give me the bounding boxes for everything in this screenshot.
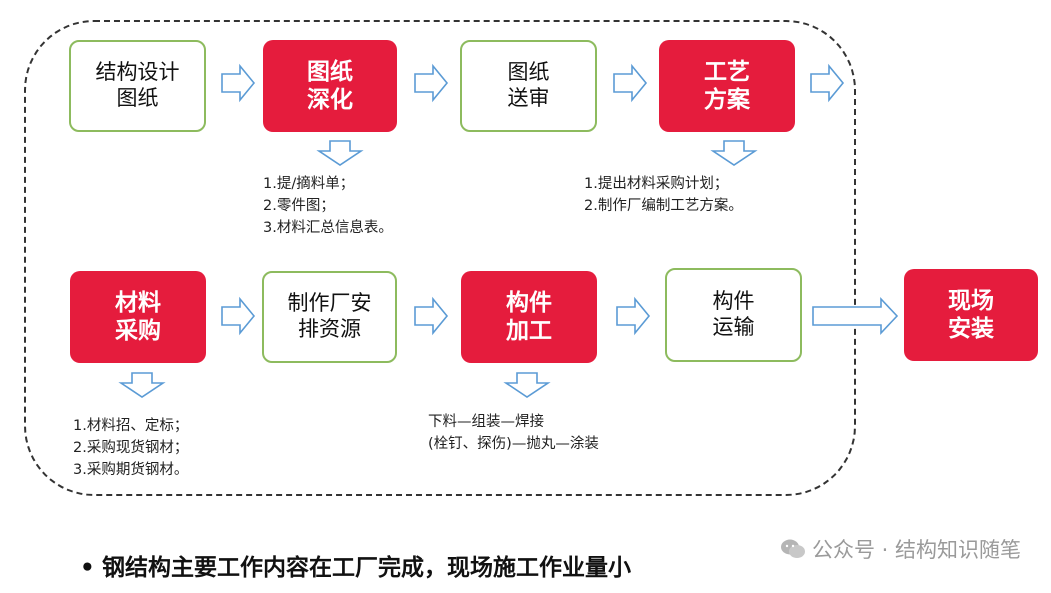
arrow-right-icon xyxy=(414,296,449,336)
step-process-plan: 工艺 方案 xyxy=(659,40,795,132)
arrow-right-icon xyxy=(616,296,651,336)
step-structural-drawings: 结构设计 图纸 xyxy=(69,40,206,132)
summary-statement: • 钢结构主要工作内容在工厂完成，现场施工作业量小 xyxy=(80,548,631,582)
arrow-down-icon xyxy=(118,372,166,398)
arrow-right-icon xyxy=(221,296,256,336)
arrow-right-icon xyxy=(414,63,449,103)
note-fabrication-sequence: 下料—组装—焊接 (栓钉、探伤)—抛丸—涂装 xyxy=(428,414,599,452)
arrow-right-icon xyxy=(613,63,648,103)
bullet-mark: • xyxy=(80,555,95,581)
long-arrow-right-icon xyxy=(812,296,899,336)
step-component-fabrication: 构件 加工 xyxy=(461,271,597,363)
workshop-scope-frame xyxy=(24,20,856,496)
step-drawing-deepening: 图纸 深化 xyxy=(263,40,397,132)
arrow-right-icon xyxy=(221,63,256,103)
arrow-down-icon xyxy=(710,140,758,166)
arrow-down-icon xyxy=(503,372,551,398)
step-site-installation: 现场 安装 xyxy=(904,269,1038,361)
step-resource-arrangement: 制作厂安 排资源 xyxy=(262,271,397,363)
note-deepening-outputs: 1.提/摘料单； 2.零件图； 3.材料汇总信息表。 xyxy=(263,176,393,236)
note-purchase-outputs: 1.材料招、定标； 2.采购现货钢材； 3.采购期货钢材。 xyxy=(73,418,189,478)
step-material-purchase: 材料 采购 xyxy=(70,271,206,363)
step-drawing-review: 图纸 送审 xyxy=(460,40,597,132)
summary-text: 钢结构主要工作内容在工厂完成，现场施工作业量小 xyxy=(102,555,631,581)
step-component-transport: 构件 运输 xyxy=(665,268,802,362)
watermark-text: 公众号 · 结构知识随笔 xyxy=(811,538,1021,562)
wechat-icon xyxy=(780,539,805,558)
arrow-right-icon xyxy=(810,63,845,103)
arrow-down-icon xyxy=(316,140,364,166)
watermark: 公众号 · 结构知识随笔 xyxy=(780,534,1021,564)
note-process-plan-outputs: 1.提出材料采购计划； 2.制作厂编制工艺方案。 xyxy=(584,176,743,214)
